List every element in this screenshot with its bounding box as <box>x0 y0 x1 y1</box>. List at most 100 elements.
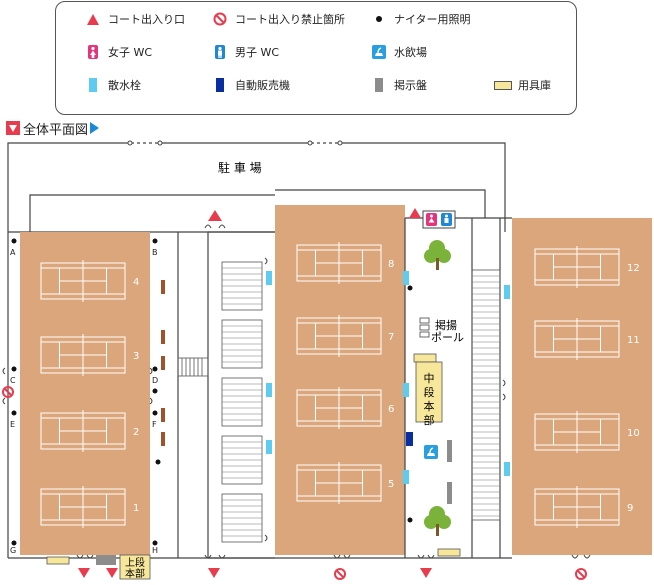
equipment-storage-left <box>161 280 165 446</box>
parking-chain-markers <box>127 140 343 146</box>
legend-label: 自動販売機 <box>235 79 290 92</box>
court-number: 4 <box>133 277 139 288</box>
night-light <box>11 540 17 546</box>
tennis-court-7 <box>296 315 382 357</box>
men-wc-icon <box>441 213 452 226</box>
court-number: 3 <box>133 351 139 362</box>
legend-notice-board: 掲示盤 <box>370 77 427 93</box>
light-label: C <box>10 376 16 385</box>
no-entry-icon <box>2 386 587 580</box>
tennis-court-4 <box>40 260 126 302</box>
light-label: D <box>152 376 158 385</box>
dot-icon <box>370 11 388 27</box>
tennis-court-11 <box>534 318 620 360</box>
night-light <box>155 459 161 465</box>
tennis-court-8 <box>296 242 382 284</box>
seating-right <box>471 269 501 521</box>
notice-board <box>96 555 116 565</box>
night-light <box>152 238 158 244</box>
center-court-surface <box>275 205 405 555</box>
tennis-court-10 <box>534 411 620 453</box>
court-number: 8 <box>388 259 394 270</box>
legend: コート出入り口 コート出入り禁止箇所 ナイター用照明 女子 WC 男子 WC 水… <box>55 1 577 115</box>
light-label: F <box>152 420 157 429</box>
light-label: B <box>152 248 158 257</box>
tennis-court-1 <box>40 486 126 528</box>
court-number: 2 <box>133 427 139 438</box>
tree-icon <box>424 240 451 270</box>
light-label: G <box>10 546 16 555</box>
storage-icon <box>494 77 512 93</box>
night-light <box>407 517 413 523</box>
upper-hq-label-2: 本部 <box>125 567 145 580</box>
tree-icon <box>424 506 451 536</box>
light-label: A <box>10 248 16 257</box>
flag-pole: 掲揚 ポール <box>419 317 464 344</box>
tennis-court-6 <box>296 387 382 429</box>
court-number: 7 <box>388 332 394 343</box>
no-entry-icon <box>211 11 229 27</box>
night-light <box>152 540 158 546</box>
legend-men-wc: 男子 WC <box>211 44 279 60</box>
upper-hq-label-1: 上段 <box>125 556 145 569</box>
court-entrances <box>78 208 432 578</box>
court-number: 10 <box>627 428 640 439</box>
women-wc-icon <box>426 213 437 226</box>
tennis-court-5 <box>296 462 382 504</box>
middle-hq: 中 段 本 部 <box>413 353 443 427</box>
equipment-storage-bottom <box>46 556 70 565</box>
legend-label: 女子 WC <box>108 46 153 59</box>
parking-label: 駐 車 場 <box>218 160 262 175</box>
night-light <box>11 238 17 244</box>
sprinklers <box>266 271 510 484</box>
vending-machine-icon <box>211 77 229 93</box>
women-wc-icon <box>84 44 102 60</box>
legend-label: 散水栓 <box>108 79 141 92</box>
legend-label: コート出入り口 <box>108 13 185 26</box>
night-light <box>11 366 17 372</box>
night-light <box>152 410 158 416</box>
parking-area <box>7 142 506 232</box>
men-wc-icon <box>211 44 229 60</box>
legend-night-light: ナイター用照明 <box>370 11 471 27</box>
legend-court-entrance: コート出入り口 <box>84 11 185 27</box>
middle-hq-char-1: 中 <box>424 372 435 385</box>
night-light <box>11 410 17 416</box>
middle-hq-char-4: 部 <box>424 413 435 427</box>
legend-sprinkler: 散水栓 <box>84 77 141 93</box>
court-number: 9 <box>627 503 633 514</box>
map-title: 全体平面図 <box>6 120 100 138</box>
court-number: 11 <box>627 335 640 346</box>
legend-label: 水飲場 <box>394 46 427 59</box>
legend-label: 男子 WC <box>235 46 280 59</box>
water-fountain-icon <box>424 445 438 459</box>
sprinkler-icon <box>84 77 102 93</box>
legend-vending-machine: 自動販売機 <box>211 77 290 93</box>
notice-boards <box>447 440 452 504</box>
equipment-storage-bottom <box>437 548 461 557</box>
court-number: 5 <box>388 479 394 490</box>
notice-board-icon <box>370 77 388 93</box>
court-number: 6 <box>388 404 394 415</box>
light-label: H <box>152 546 158 555</box>
tennis-court-9 <box>534 486 620 528</box>
site-map: 駐 車 場 4 3 <box>2 140 652 580</box>
tennis-court-12 <box>534 246 620 288</box>
connector-stairs <box>177 357 209 377</box>
flag-pole-label-2: ポール <box>431 331 464 344</box>
tennis-court-3 <box>40 334 126 376</box>
legend-label: 用具庫 <box>518 79 551 92</box>
middle-hq-char-2: 段 <box>424 385 435 399</box>
light-label: E <box>10 420 15 429</box>
court-number: 1 <box>133 503 139 514</box>
night-light <box>152 388 158 394</box>
flag-pole-label-1: 掲揚 <box>435 318 457 332</box>
wc-block <box>422 210 456 229</box>
left-court-surface <box>20 232 150 555</box>
court-number: 12 <box>627 263 640 274</box>
legend-label: ナイター用照明 <box>394 13 471 26</box>
title-marker-icon <box>6 121 20 135</box>
legend-no-entry: コート出入り禁止箇所 <box>211 11 345 27</box>
title-arrow-icon <box>90 122 100 134</box>
legend-equipment-storage: 用具庫 <box>494 77 551 93</box>
